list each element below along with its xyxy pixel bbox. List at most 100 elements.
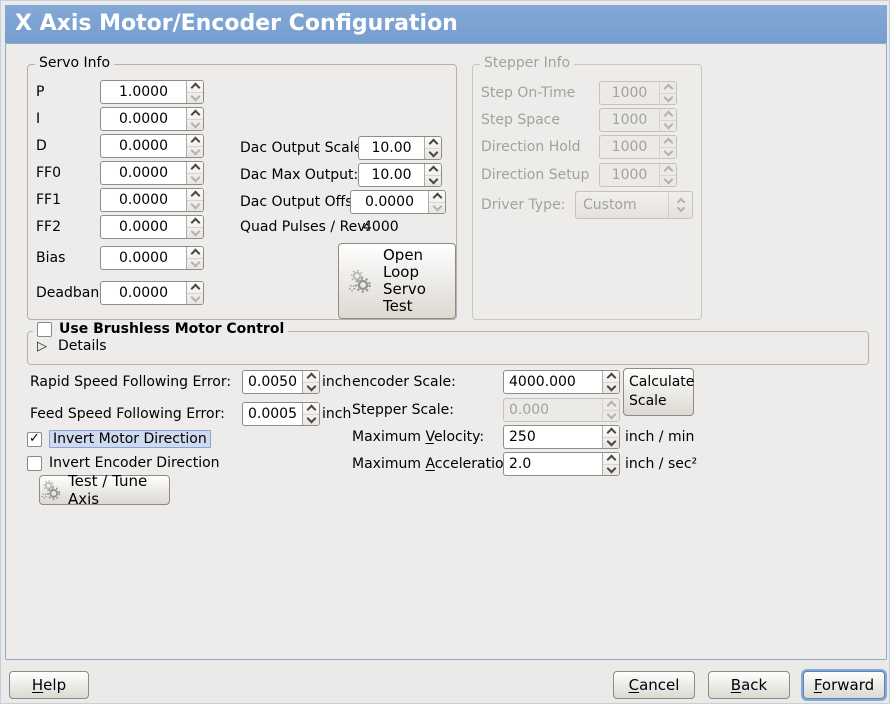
- d-spinner-arrows[interactable]: [186, 135, 203, 157]
- expander-triangle-icon: ▷: [37, 338, 47, 354]
- maximum-acceleration-spinbox[interactable]: 2.0: [503, 452, 620, 476]
- direction-setup-arrows: [659, 164, 676, 186]
- maximum-acceleration-value: 2.0: [509, 456, 532, 472]
- ff2-label: FF2: [36, 219, 62, 235]
- help-button[interactable]: Help: [9, 671, 89, 699]
- invert-encoder-direction-label[interactable]: Invert Encoder Direction: [49, 455, 220, 471]
- encoder-scale-value: 4000.000: [509, 374, 576, 390]
- ff1-spinner-arrows[interactable]: [186, 189, 203, 211]
- deadband-value: 0.0000: [119, 285, 168, 301]
- encoder-scale-label: encoder Scale:: [352, 374, 456, 390]
- driver-type-value: Custom: [583, 197, 637, 213]
- open-loop-button-label: Open Loop Servo Test: [383, 246, 426, 315]
- d-spinbox[interactable]: 0.0000: [100, 134, 204, 158]
- use-brushless-checkbox[interactable]: [37, 321, 52, 337]
- maximum-velocity-label: Maximum Velocity:: [352, 429, 485, 445]
- brushless-legend: Use Brushless Motor Control: [33, 321, 289, 337]
- maximum-velocity-value: 250: [509, 429, 536, 445]
- step-space-value: 1000: [611, 112, 648, 128]
- ff2-spinbox[interactable]: 0.0000: [100, 215, 204, 239]
- invert-encoder-direction-row: Invert Encoder Direction: [27, 455, 220, 471]
- direction-hold-value: 1000: [611, 139, 648, 155]
- dac-output-scale-value: 10.00: [371, 140, 412, 156]
- rapid-following-error-spinbox[interactable]: 0.0050: [242, 370, 320, 394]
- rapid-following-error-arrows[interactable]: [302, 371, 319, 393]
- bias-spinbox[interactable]: 0.0000: [100, 246, 204, 270]
- forward-button[interactable]: Forward: [803, 671, 885, 699]
- servo-info-legend: Servo Info: [35, 55, 115, 71]
- cancel-button[interactable]: Cancel: [613, 671, 695, 699]
- dac-output-scale-arrows[interactable]: [424, 137, 441, 159]
- step-on-time-label: Step On-Time: [481, 85, 576, 101]
- test-tune-axis-button[interactable]: Test / Tune Axis: [39, 472, 170, 508]
- dac-max-output-arrows[interactable]: [424, 164, 441, 186]
- test-tune-axis-label: Test / Tune Axis: [68, 472, 148, 508]
- dac-output-offset-value: 0.0000: [365, 194, 414, 210]
- stepper-scale-label: Stepper Scale:: [352, 402, 454, 418]
- maximum-acceleration-arrows[interactable]: [602, 453, 619, 475]
- invert-encoder-direction-checkbox[interactable]: [27, 455, 42, 471]
- step-on-time-spinbox: 1000: [599, 81, 677, 105]
- i-label: I: [36, 111, 41, 127]
- use-brushless-label[interactable]: Use Brushless Motor Control: [59, 321, 285, 337]
- encoder-scale-arrows[interactable]: [602, 371, 619, 393]
- i-value: 0.0000: [119, 111, 168, 127]
- feed-following-error-arrows[interactable]: [302, 403, 319, 425]
- maximum-velocity-arrows[interactable]: [602, 426, 619, 448]
- content-panel: Servo Info P 1.0000 I 0.0000 D 0.0000 FF…: [5, 43, 887, 660]
- direction-hold-label: Direction Hold: [481, 139, 581, 155]
- dac-max-output-spinbox[interactable]: 10.00: [358, 163, 442, 187]
- rapid-following-error-unit: inch: [322, 374, 352, 390]
- calculate-scale-button[interactable]: Calculate Scale: [623, 368, 694, 416]
- feed-following-error-value: 0.0005: [248, 406, 297, 422]
- invert-motor-direction-checkbox[interactable]: [27, 431, 42, 447]
- maximum-velocity-unit: inch / min: [625, 429, 695, 445]
- dac-max-output-label: Dac Max Output:: [240, 167, 359, 183]
- step-space-label: Step Space: [481, 112, 560, 128]
- dac-output-offset-arrows[interactable]: [428, 191, 445, 213]
- stepper-scale-value: 0.000: [509, 402, 550, 418]
- direction-hold-spinbox: 1000: [599, 135, 677, 159]
- encoder-scale-spinbox[interactable]: 4000.000: [503, 370, 620, 394]
- d-label: D: [36, 138, 47, 154]
- p-spinner-arrows[interactable]: [186, 81, 203, 103]
- back-label: Back: [730, 676, 768, 694]
- ff2-spinner-arrows[interactable]: [186, 216, 203, 238]
- ff1-value: 0.0000: [119, 192, 168, 208]
- direction-setup-value: 1000: [611, 167, 648, 183]
- bias-label: Bias: [36, 250, 66, 266]
- p-spinbox[interactable]: 1.0000: [100, 80, 204, 104]
- feed-following-error-unit: inch: [322, 406, 352, 422]
- driver-type-label: Driver Type:: [481, 197, 566, 213]
- invert-motor-direction-label[interactable]: Invert Motor Direction: [49, 430, 211, 448]
- deadband-spinner-arrows[interactable]: [186, 282, 203, 304]
- ff0-value: 0.0000: [119, 165, 168, 181]
- ff1-spinbox[interactable]: 0.0000: [100, 188, 204, 212]
- invert-motor-direction-row: Invert Motor Direction: [27, 430, 211, 448]
- stepper-scale-arrows: [602, 399, 619, 421]
- quad-pulses-label: Quad Pulses / Rev:: [240, 219, 370, 235]
- open-loop-servo-test-button[interactable]: Open Loop Servo Test: [338, 243, 456, 319]
- details-expander[interactable]: ▷ Details: [37, 338, 107, 354]
- ff0-spinbox[interactable]: 0.0000: [100, 161, 204, 185]
- maximum-acceleration-label: Maximum Acceleration:: [352, 456, 518, 472]
- i-spinner-arrows[interactable]: [186, 108, 203, 130]
- rapid-following-error-label: Rapid Speed Following Error:: [30, 374, 232, 390]
- maximum-acceleration-unit: inch / sec²: [625, 456, 698, 472]
- dac-output-scale-spinbox[interactable]: 10.00: [358, 136, 442, 160]
- i-spinbox[interactable]: 0.0000: [100, 107, 204, 131]
- ff0-spinner-arrows[interactable]: [186, 162, 203, 184]
- servo-info-frame: Servo Info P 1.0000 I 0.0000 D 0.0000 FF…: [27, 55, 457, 320]
- step-space-arrows: [659, 109, 676, 131]
- dac-output-scale-label: Dac Output Scale:: [240, 140, 367, 156]
- deadband-spinbox[interactable]: 0.0000: [100, 281, 204, 305]
- back-button[interactable]: Back: [708, 671, 790, 699]
- maximum-velocity-spinbox[interactable]: 250: [503, 425, 620, 449]
- dac-output-offset-spinbox[interactable]: 0.0000: [350, 190, 446, 214]
- bias-spinner-arrows[interactable]: [186, 247, 203, 269]
- cancel-label: Cancel: [628, 676, 680, 694]
- feed-following-error-spinbox[interactable]: 0.0005: [242, 402, 320, 426]
- rapid-following-error-value: 0.0050: [248, 374, 297, 390]
- deadband-label: Deadband: [36, 285, 109, 301]
